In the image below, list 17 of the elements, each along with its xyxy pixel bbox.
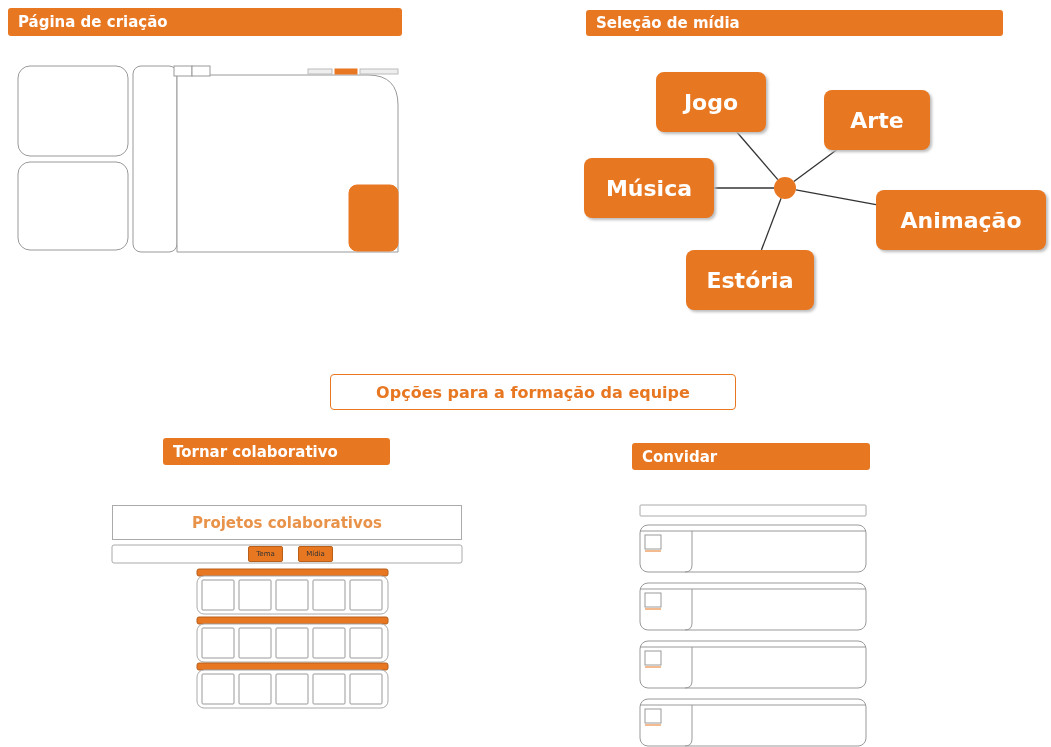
- media-bubble: Animação: [876, 190, 1046, 250]
- hub-circle: [774, 177, 796, 199]
- page-title-box: Projetos colaborativos: [112, 505, 462, 540]
- section-heading: Convidar: [632, 443, 870, 470]
- connector-line: [713, 187, 775, 189]
- connector-line: [795, 189, 877, 206]
- options-heading: Opções para a formação da equipe: [330, 374, 736, 410]
- media-bubble: Arte: [824, 90, 930, 150]
- connector-line: [736, 131, 779, 181]
- section-heading: Página de criação: [8, 8, 402, 36]
- media-bubble: Estória: [686, 250, 814, 310]
- section-heading: Tornar colaborativo: [163, 438, 390, 465]
- connector-line: [760, 197, 782, 251]
- section-heading: Seleção de mídia: [586, 10, 1003, 36]
- connector-line: [793, 149, 838, 183]
- media-bubble: Música: [584, 158, 714, 218]
- media-bubble: Jogo: [656, 72, 766, 132]
